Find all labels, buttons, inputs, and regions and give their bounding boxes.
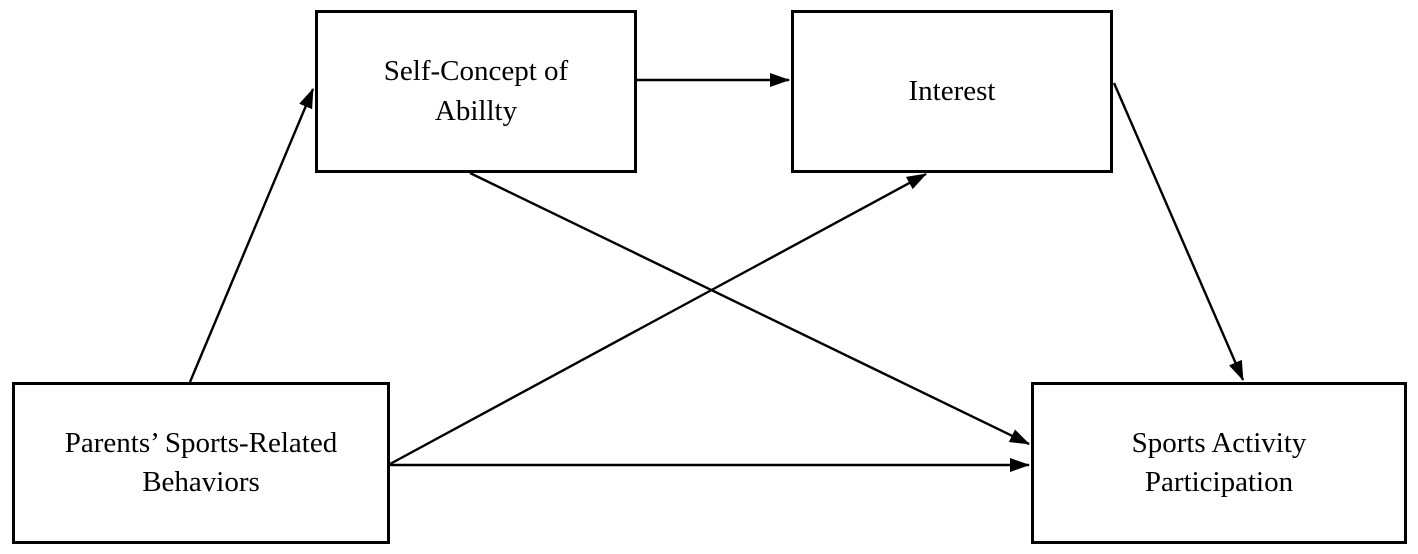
node-label-line: Parents’ Sports-Related xyxy=(64,426,338,459)
edge-self-concept-to-sports xyxy=(469,171,1030,446)
node-label-line: Self-Concept of xyxy=(383,55,569,88)
node-label-line: Participation xyxy=(1144,466,1294,498)
node-label-line: Behaviors xyxy=(142,466,260,498)
edge-parents-to-self-concept xyxy=(188,88,315,383)
node-self-concept-of-ability: Self-Concept of Abillty xyxy=(315,10,637,173)
node-label-line: Abillty xyxy=(434,94,518,127)
node-interest: Interest xyxy=(791,10,1113,173)
edge-parents-to-interest xyxy=(389,172,927,466)
node-label-line: Sports Activity xyxy=(1131,426,1307,459)
node-label-line: Interest xyxy=(908,74,996,107)
edge-interest-to-sports xyxy=(1112,82,1245,381)
